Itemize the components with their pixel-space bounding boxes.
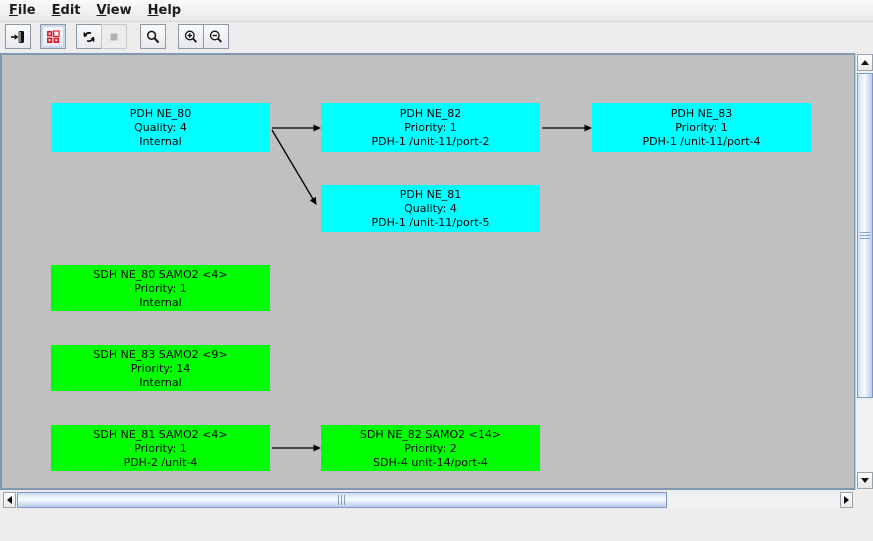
exit-door-icon: [10, 29, 26, 45]
node-label-line: PDH NE_80: [129, 107, 192, 120]
node-label-line: PDH-2 /unit-4: [123, 455, 198, 469]
menu-file[interactable]: File: [9, 3, 36, 18]
scroll-right-button[interactable]: [840, 492, 853, 508]
node-label-line: Internal: [139, 135, 182, 148]
node-label-line: Priority: 1: [404, 121, 457, 134]
zoom-out-button[interactable]: [203, 24, 229, 49]
scroll-right-icon: [844, 496, 849, 504]
horizontal-scrollbar-thumb[interactable]: [17, 492, 667, 508]
node-label-line: PDH NE_82: [399, 107, 462, 120]
scroll-left-button[interactable]: [3, 492, 16, 508]
refresh-icon: [81, 29, 97, 45]
menu-bar: File Edit View Help: [0, 0, 873, 22]
node-label-line: PDH NE_81: [399, 188, 462, 201]
tile-layout-icon: [45, 29, 61, 45]
node-label-line: PDH-1 /unit-11/port-4: [642, 135, 761, 148]
menu-edit[interactable]: Edit: [51, 3, 81, 18]
node-label-line: Priority: 1: [134, 441, 187, 455]
exit-button[interactable]: [5, 24, 31, 49]
zoom-in-button[interactable]: [178, 24, 204, 49]
node-label-line: SDH NE_81 SAMO2 <4>: [93, 427, 228, 441]
zoom-out-icon: [208, 29, 224, 45]
menu-view[interactable]: View: [96, 3, 132, 18]
menu-help[interactable]: Help: [147, 3, 182, 18]
scroll-up-button[interactable]: [857, 54, 873, 71]
scroll-left-icon: [7, 496, 12, 504]
node-label-line: Priority: 1: [134, 281, 187, 295]
scroll-down-icon: [861, 478, 869, 483]
refresh-button[interactable]: [76, 24, 102, 49]
node-label-line: SDH NE_80 SAMO2 <4>: [93, 267, 228, 281]
node-label-line: Internal: [139, 295, 182, 309]
search-icon: [145, 29, 161, 45]
stop-button: [101, 24, 127, 49]
node-label-line: PDH-1 /unit-11/port-5: [371, 216, 490, 229]
scroll-down-button[interactable]: [857, 472, 873, 489]
vertical-scrollbar-thumb[interactable]: [857, 73, 873, 398]
scrollbar-grip-icon: [338, 495, 346, 505]
node-label-line: Priority: 14: [130, 361, 191, 375]
horizontal-scrollbar[interactable]: [3, 492, 853, 508]
stop-icon: [106, 29, 122, 45]
node-label-line: Internal: [139, 375, 182, 389]
zoom-in-icon: [183, 29, 199, 45]
tile-layout-button[interactable]: [40, 24, 66, 49]
scrollbar-grip-icon: [860, 231, 870, 240]
node-label-line: Quality: 4: [404, 202, 457, 215]
scroll-up-icon: [861, 60, 869, 65]
node-label-line: Priority: 2: [404, 441, 457, 455]
vertical-scrollbar[interactable]: [855, 53, 873, 490]
node-label-line: PDH-1 /unit-11/port-2: [371, 135, 490, 148]
search-button[interactable]: [140, 24, 166, 49]
node-label-line: SDH NE_83 SAMO2 <9>: [93, 347, 228, 361]
node-label-line: SDH NE_82 SAMO2 <14>: [359, 427, 502, 441]
node-label-line: Quality: 4: [134, 121, 187, 134]
node-label-line: Priority: 1: [675, 121, 728, 134]
node-label-line: SDH-4 unit-14/port-4: [373, 455, 488, 469]
node-label-line: PDH NE_83: [670, 107, 733, 120]
status-bar: [0, 513, 873, 541]
toolbar: [0, 22, 873, 51]
